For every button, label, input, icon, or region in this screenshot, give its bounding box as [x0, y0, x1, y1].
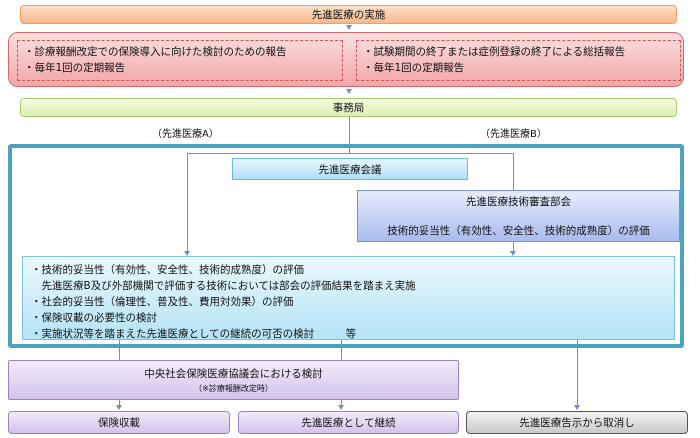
- chuikyo-title: 中央社会保険医療協議会における検討: [144, 368, 323, 380]
- connector-line: [513, 153, 514, 190]
- reports-left: ・診療報酬改定での保険導入に向けた検討のための報告 ・毎年1回の定期報告: [17, 40, 343, 81]
- reports-box: ・診療報酬改定での保険導入に向けた検討のための報告 ・毎年1回の定期報告 ・試験…: [8, 32, 684, 87]
- connector-line: [187, 153, 188, 253]
- report-item: ・診療報酬改定での保険導入に向けた検討のための報告: [24, 46, 287, 58]
- outcome-label: 先進医療告示から取消し: [519, 417, 635, 429]
- connector-line: [341, 340, 342, 360]
- connector-line: [349, 117, 350, 154]
- outcome-label: 保険収載: [98, 417, 140, 429]
- report-item: ・毎年1回の定期報告: [363, 62, 465, 74]
- report-item: ・毎年1回の定期報告: [24, 62, 126, 74]
- reports-right: ・試験期間の終了または症例登録の終了による総括報告 ・毎年1回の定期報告: [356, 40, 681, 81]
- council-box: 先進医療会議: [232, 158, 468, 180]
- outcome-label: 先進医療として継続: [301, 417, 396, 429]
- evaluation-item: 先進医療B及び外部機関で評価する技術においては部会の評価結果を踏まえ実施: [31, 280, 416, 292]
- connector-line: [513, 242, 514, 253]
- tech-committee-text: 技術的妥当性（有効性、安全性、技術的成熟度）の評価: [387, 225, 650, 237]
- evaluation-item: ・保険収載の必要性の検討: [31, 312, 157, 324]
- arrow-icon: [510, 251, 516, 256]
- connector-line: [187, 153, 514, 154]
- label-advanced-b: （先進医療B）: [480, 129, 547, 140]
- connector-line: [577, 340, 578, 407]
- chuikyo-box: 中央社会保険医療協議会における検討 （※診療報酬改定時）: [8, 360, 459, 400]
- implementation-label: 先進医療の実施: [311, 9, 386, 21]
- council-frame: [8, 144, 684, 348]
- tech-committee-title: 先進医療技術審査部会: [466, 196, 571, 208]
- connector-line: [341, 400, 342, 407]
- chuikyo-note: （※診療報酬改定時）: [194, 384, 273, 393]
- evaluation-item: ・実施状況等を踏まえた先進医療としての継続の可否の検討 等: [31, 328, 357, 340]
- secretariat-label: 事務局: [332, 102, 365, 114]
- implementation-box: 先進医療の実施: [20, 5, 677, 24]
- arrow-icon: [338, 405, 344, 410]
- evaluation-box: ・技術的妥当性（有効性、安全性、技術的成熟度）の評価 先進医療B及び外部機関で評…: [22, 256, 675, 340]
- council-label: 先進医療会議: [318, 163, 382, 176]
- evaluation-item: ・社会的妥当性（倫理性、普及性、費用対効果）の評価: [31, 296, 294, 308]
- arrow-icon: [184, 251, 190, 256]
- connector-line: [119, 340, 120, 360]
- outcome-cancel: 先進医療告示から取消し: [466, 411, 688, 434]
- arrow-icon: [116, 405, 122, 410]
- evaluation-item: ・技術的妥当性（有効性、安全性、技術的成熟度）の評価: [31, 264, 304, 276]
- secretariat-box: 事務局: [20, 98, 677, 117]
- tech-committee-box: 先進医療技術審査部会 技術的妥当性（有効性、安全性、技術的成熟度）の評価: [357, 190, 680, 242]
- arrow-icon: [574, 405, 580, 410]
- outcome-insurance: 保険収載: [8, 411, 230, 434]
- arrow-icon: [346, 89, 352, 94]
- connector-line: [119, 400, 120, 407]
- report-item: ・試験期間の終了または症例登録の終了による総括報告: [363, 46, 626, 58]
- label-advanced-a: （先進医療A）: [152, 129, 219, 140]
- outcome-continue: 先進医療として継続: [238, 411, 459, 434]
- arrow-icon: [346, 25, 352, 30]
